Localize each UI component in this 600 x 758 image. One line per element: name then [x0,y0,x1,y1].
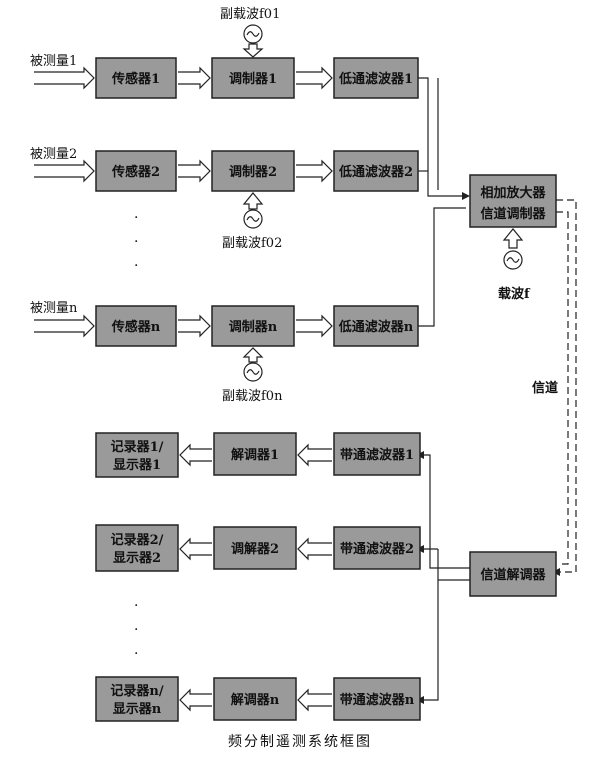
bandpass-box-2 [333,526,421,570]
demodulator-label-1: 解调器1 [230,447,279,463]
demodulator-box-n [213,677,297,721]
sensor-label-2: 传感器2 [111,164,160,180]
arrow-bandpass-demod-2 [297,537,332,561]
display-label-2: 显示器2 [113,551,161,566]
tx-channel-2: 被测量2 传感器2 调制器2 低通滤波器2 副载波f02 [30,147,419,251]
arrow-sensor-modulator-1 [178,66,211,90]
rx-channel-1: 带通滤波器1 解调器1 记录器1/ 显示器1 [95,432,421,478]
bus-line-1 [418,77,466,197]
recorder-label-1: 记录器1/ [111,440,164,455]
modulator-box-2 [211,150,295,192]
subcarrier-label-n: 副载波f0n [222,389,283,404]
ellipsis-dot: · [134,622,138,638]
bandpass-box-n [333,677,421,721]
arrow-modulator-lowpass-n [296,314,333,338]
bandpass-label-2: 带通滤波器2 [340,541,414,557]
rx-bus-line-1 [420,454,470,569]
carrier-sine-icon [506,257,520,263]
bandpass-label-1: 带通滤波器1 [340,447,414,463]
arrow-demod-recorder-1 [179,443,212,467]
input-arrow-n [34,314,95,338]
lowpass-label-2: 低通滤波器2 [338,164,413,180]
arrow-sensor-modulator-2 [178,159,211,183]
rx-channel-n: 带通滤波器n 解调器n 记录器n/ 显示器n [95,676,421,722]
tx-bus-lines [418,77,470,327]
recorder-label-n: 记录器n/ [110,684,163,699]
demodulator-label-2: 调解器2 [231,541,279,557]
arrow-modulator-lowpass-1 [296,66,333,90]
lowpass-box-1 [333,57,419,99]
arrow-bandpass-demod-1 [297,443,332,467]
input-arrow-1 [34,66,95,90]
sine-icon-1 [246,31,260,37]
arrow-bandpass-demod-n [297,688,332,712]
ellipsis-dot: · [134,598,138,614]
sensor-box-2 [95,150,177,192]
lowpass-label-n: 低通滤波器n [338,319,414,335]
sensor-label-n: 传感器n [111,319,161,335]
modulator-label-1: 调制器1 [229,71,277,87]
channel-demodulator-label: 信道解调器 [480,567,546,583]
input-label-1: 被测量1 [30,54,77,69]
rx-channel-2: 带通滤波器2 调解器2 记录器2/ 显示器2 [95,524,421,572]
modulator-box-1 [211,57,295,99]
bandpass-box-1 [333,432,421,476]
sensor-label-1: 传感器1 [111,71,160,87]
recorder-box-n [95,676,179,722]
arrow-modulator-lowpass-2 [296,159,333,183]
recorder-box-1 [95,432,179,478]
arrow-demod-recorder-2 [179,537,212,561]
tx-channel-1: 被测量1 传感器1 调制器1 低通滤波器1 副载波f01 [30,7,419,99]
carrier-arrow [502,228,524,249]
bandpass-label-n: 带通滤波器n [340,692,415,708]
channel-modulator-label: 信道调制器 [480,206,546,222]
figure-caption: 频分制遥测系统框图 [228,734,372,750]
channel-demodulator-box [469,551,557,597]
channel-label: 信道 [532,380,558,396]
subcarrier-arrow-1 [242,43,264,58]
lowpass-label-1: 低通滤波器1 [338,71,413,87]
subcarrier-arrow-n [242,347,264,363]
modulator-box-n [211,305,295,347]
ellipsis-dot: · [134,234,138,250]
carrier-label: 载波f [498,286,531,302]
recorder-label-2: 记录器2/ [111,533,164,548]
recorder-box-2 [95,524,179,572]
bus-arrowhead [462,192,470,200]
arrow-demod-recorder-n [179,688,212,712]
arrow-sensor-modulator-n [178,314,211,338]
tx-channel-n: 被测量n 传感器n 调制器n 低通滤波器n 副载波f0n [30,301,419,404]
demodulator-label-n: 解调器n [230,692,280,708]
ellipsis-dot: · [134,210,138,226]
modulator-label-2: 调制器2 [229,164,277,180]
rx-bus-line-n [420,579,470,701]
channel-link-inner [556,211,569,565]
ellipsis-dot: · [134,258,138,274]
demodulator-box-1 [213,432,297,476]
lowpass-box-n [333,305,419,347]
ellipsis-dot: · [134,646,138,662]
subcarrier-label-1: 副载波f01 [220,7,280,22]
subcarrier-label-2: 副载波f02 [222,236,282,251]
demodulator-box-2 [213,526,297,570]
input-label-n: 被测量n [30,301,78,316]
sensor-box-n [95,305,177,347]
lowpass-box-2 [333,150,419,192]
sine-icon-n [246,369,260,375]
rx-bus-lines [416,451,470,704]
input-label-2: 被测量2 [30,147,77,162]
summing-amplifier-label: 相加放大器 [480,185,546,201]
summing-amplifier-box [469,174,557,228]
channel-link-outer [556,199,577,573]
display-label-n: 显示器n [113,702,162,717]
bus-line-n [418,207,466,327]
sensor-box-1 [95,57,177,99]
modulator-label-n: 调制器n [229,319,278,335]
input-arrow-2 [34,159,95,183]
display-label-1: 显示器1 [113,458,161,473]
subcarrier-arrow-2 [242,192,264,210]
sine-icon-2 [246,216,260,222]
